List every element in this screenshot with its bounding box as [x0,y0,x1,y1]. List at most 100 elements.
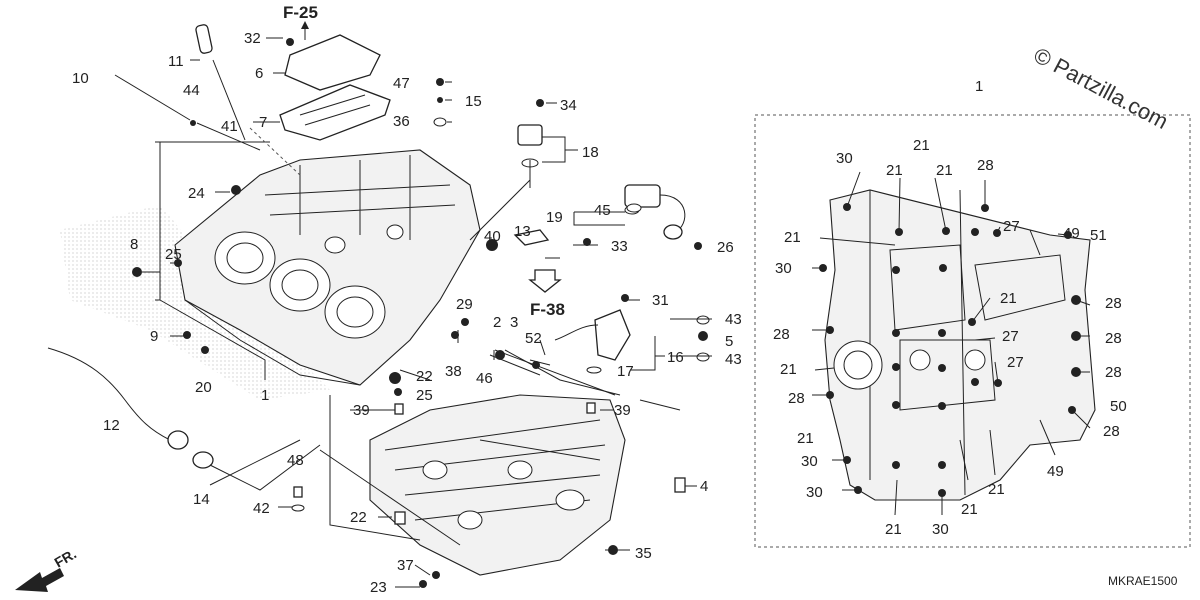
callout-2: 2 [493,314,501,331]
callout-15: 15 [465,93,482,110]
callout-14: 14 [193,491,210,508]
callout-11: 11 [168,53,184,70]
callout-16: 16 [667,349,684,366]
callout-3: 3 [510,314,518,331]
callout-47: 47 [393,75,410,92]
callout-44: 44 [183,82,200,99]
callout-48: 48 [287,452,304,469]
inset-callout-30b: 30 [775,260,792,277]
inset-panel [754,114,1191,548]
callout-46: 46 [476,370,493,387]
callout-labels: F-25 32 11 6 10 44 41 7 47 15 36 34 18 2… [72,3,742,596]
inset-callout-28a: 28 [977,157,994,174]
callout-52: 52 [525,330,542,347]
callout-f25: F-25 [283,3,318,22]
inset-callout-21g: 21 [797,430,814,447]
callout-19: 19 [546,209,563,226]
inset-callout-21i: 21 [961,501,978,518]
front-arrow-icon [15,568,64,592]
callout-18: 18 [582,144,599,161]
inset-callout-21f: 21 [780,361,797,378]
callout-40: 40 [484,228,501,245]
callout-4: 4 [700,478,708,495]
inset-callout-50: 50 [1110,398,1127,415]
callout-38: 38 [445,363,462,380]
callout-7: 7 [259,114,267,131]
switch-14 [192,451,214,469]
callout-42: 42 [253,500,270,517]
inset-callout-28b: 28 [1105,295,1122,312]
inset-callout-21a: 21 [886,162,903,179]
inset-callout-labels: 1 30 21 21 21 28 21 27 49 30 51 21 28 28… [773,78,1127,538]
leader-lines [142,37,712,588]
inset-callout-28f: 28 [788,390,805,407]
inset-callout-28d: 28 [1105,330,1122,347]
callout-6: 6 [255,65,263,82]
callout-5: 5 [725,333,733,350]
diagram-code: MKRAE1500 [1108,574,1178,588]
dipstick [195,24,246,141]
callout-22a: 22 [416,368,433,385]
callout-17: 17 [617,363,634,380]
callout-34: 34 [560,97,577,114]
inset-callout-21e: 21 [1000,290,1017,307]
callout-43a: 43 [725,311,742,328]
callout-20: 20 [195,379,212,396]
callout-1: 1 [261,387,269,404]
inset-callout-28c: 28 [773,326,790,343]
f25-reference [301,21,309,40]
callout-43b: 43 [725,351,742,368]
sensor-16 [554,309,631,361]
callout-26: 26 [717,239,734,256]
inset-callout-27c: 27 [1007,354,1024,371]
callout-12: 12 [103,417,120,434]
callout-32: 32 [244,30,261,47]
inset-callout-28g: 28 [1103,423,1120,440]
upper-crankcase [174,149,481,386]
lower-crankcase [369,394,626,576]
callout-f38: F-38 [530,300,565,319]
inset-callout-30e: 30 [932,521,949,538]
inset-callout-21j: 21 [885,521,902,538]
inset-callout-30c: 30 [801,453,818,470]
callout-29: 29 [456,296,473,313]
callout-13: 13 [514,223,531,240]
callout-36: 36 [393,113,410,130]
front-arrow-label: FR. [52,545,80,570]
callout-39b: 39 [614,402,631,419]
breather-cover [279,34,391,141]
inset-callout-30a: 30 [836,150,853,167]
inset-callout-21b: 21 [913,137,930,154]
watermark: © Partzilla.com [1030,42,1173,134]
inset-title: 1 [975,78,983,95]
inset-callout-21h: 21 [988,481,1005,498]
callout-41: 41 [221,118,238,135]
callout-45: 45 [594,202,611,219]
bracket-13 [513,229,550,246]
inset-callout-27a: 27 [1003,218,1020,235]
callout-25a: 25 [165,246,182,263]
inset-callout-51: 51 [1090,227,1107,244]
inset-callout-28e: 28 [1105,364,1122,381]
callout-22b: 22 [350,509,367,526]
callout-10: 10 [72,70,89,87]
callout-25b: 25 [416,387,433,404]
callout-35: 35 [635,545,652,562]
small-fasteners [132,38,710,588]
sensor-cable-12 [47,347,189,450]
callout-8: 8 [130,236,138,253]
inset-callout-21d: 21 [784,229,801,246]
callout-37: 37 [397,557,414,574]
inset-callout-21c: 21 [936,162,953,179]
callout-23: 23 [370,579,387,596]
callout-31: 31 [652,292,669,309]
f38-reference [528,269,562,293]
inset-callout-30d: 30 [806,484,823,501]
oil-pipe [114,74,191,121]
callout-9: 9 [150,328,158,345]
inset-callout-49b: 49 [1047,463,1064,480]
inset-callout-27b: 27 [1002,328,1019,345]
inset-callout-49a: 49 [1063,225,1080,242]
callout-39a: 39 [353,402,370,419]
